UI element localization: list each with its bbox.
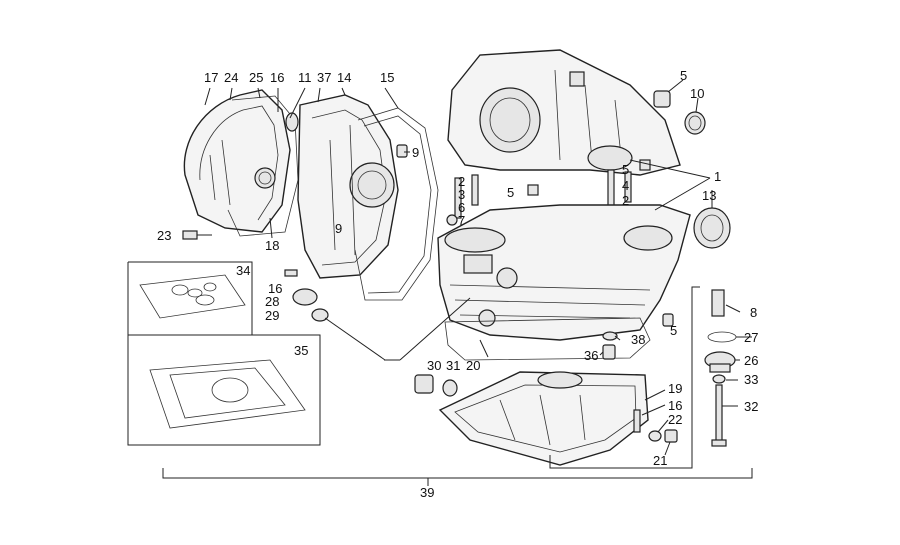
callout-label: 5 [670,323,677,338]
callout-label: 2 [622,193,629,208]
callout-label: 33 [744,372,758,387]
callout-label: 23 [157,228,171,243]
callout-label: 16 [668,398,682,413]
seal-13-part [693,207,731,249]
callout-label: 20 [466,358,480,373]
bolt-16-part [284,269,298,277]
pipe-fitting-part [311,308,329,322]
callout-label: 29 [265,308,279,323]
callout-label: 27 [744,330,758,345]
callout-label: 11 [298,70,312,85]
callout-label: 34 [236,263,250,278]
oil-sump-part [438,371,649,466]
bolt-23-part [182,230,212,240]
callout-label: 4 [622,178,629,193]
callout-label: 22 [668,412,682,427]
callout-label: 25 [249,70,263,85]
drain-plug-part [414,374,434,394]
callout-label: 31 [446,358,460,373]
callout-label: 26 [744,353,758,368]
gasket-kit-box-35 [127,334,321,446]
bushing-part [653,90,671,108]
callout-label: 10 [690,86,704,101]
studs-part [446,159,651,226]
callout-label: 5 [622,162,629,177]
bushing-right-part [662,313,674,327]
callout-labels: 17 24 25 16 11 37 14 15 9 5 10 2 3 6 7 5… [157,68,758,500]
callout-label: 16 [270,70,284,85]
callout-label: 13 [702,188,716,203]
spacer-part [602,344,616,360]
callout-label: 9 [412,145,419,160]
filter-assembly-part [704,289,737,447]
callout-label: 35 [294,343,308,358]
callout-label: 39 [420,485,434,500]
plug-part [396,144,408,158]
callout-label: 2 [458,174,465,189]
o-ring-part [602,331,618,341]
callout-label: 28 [265,294,279,309]
lower-crankcase-part [437,204,691,341]
callout-label: 16 [268,281,282,296]
seal-ring-part [285,112,299,132]
timing-cover-part [297,94,399,279]
callout-label: 15 [380,70,394,85]
callout-label: 14 [337,70,351,85]
callout-label: 32 [744,399,758,414]
ring-part [684,111,706,135]
callout-label: 9 [335,221,342,236]
callout-label: 8 [750,305,757,320]
callout-label: 21 [653,453,667,468]
timing-gasket-inner [363,115,432,294]
callout-label: 3 [458,187,465,202]
callout-label: 5 [680,68,687,83]
sump-washer-part [648,430,662,442]
callout-label: 6 [458,200,465,215]
callout-label: 7 [458,213,465,228]
sump-plug-part [664,429,678,443]
callout-label: 5 [507,185,514,200]
engine-cover-part [183,89,291,233]
breather-part [292,288,318,306]
sump-bolt-part [633,409,641,433]
washer-part [442,379,458,397]
callout-label: 17 [204,70,218,85]
leader-lines [162,79,753,486]
gasket-kit-box-34 [127,261,253,336]
callout-label: 30 [427,358,441,373]
callout-label: 36 [584,348,598,363]
callout-label: 37 [317,70,331,85]
upper-crankcase-part [447,49,681,176]
callout-label: 24 [224,70,238,85]
callout-label: 1 [714,169,721,184]
callout-label: 18 [265,238,279,253]
pipe-part [324,317,386,361]
callout-label: 38 [631,332,645,347]
sump-gasket-part [444,317,651,361]
callout-label: 19 [668,381,682,396]
timing-gasket-part [354,107,439,301]
